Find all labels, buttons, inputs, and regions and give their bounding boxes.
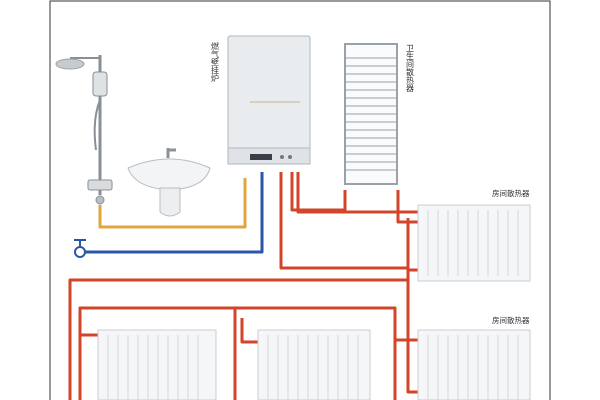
radiator-icon-lower-right bbox=[417, 329, 531, 400]
towel-return-pipe bbox=[396, 190, 418, 224]
gas-boiler-icon bbox=[227, 35, 311, 165]
upper-radiator-supply bbox=[296, 172, 418, 214]
right-riser bbox=[406, 268, 418, 394]
middle-loop-pipe bbox=[78, 306, 418, 400]
water-inlet-valve-icon bbox=[74, 239, 86, 258]
room-radiator-label-top: 房间散热器 bbox=[492, 188, 530, 198]
heating-pipes bbox=[68, 172, 418, 400]
heating-flow-pipe-a bbox=[279, 172, 410, 270]
mid-radiator-supply bbox=[240, 318, 258, 344]
washbasin-icon bbox=[127, 148, 211, 217]
room-radiator-label-mid: 房间散热器 bbox=[492, 315, 530, 325]
left-main-pipe bbox=[68, 278, 408, 400]
radiator-icon-lower-left bbox=[97, 329, 217, 400]
hot-water-pipe bbox=[98, 178, 247, 229]
towel-radiator-label: 卫生间散热器 bbox=[406, 44, 415, 93]
radiator-icon-lower-middle bbox=[257, 329, 371, 400]
boiler-label: 燃气壁挂炉 bbox=[211, 41, 220, 83]
radiator-icon-upper-right bbox=[417, 204, 531, 282]
pipe-network bbox=[68, 172, 418, 400]
towel-supply-pipe bbox=[290, 172, 347, 212]
shower-icon bbox=[55, 55, 113, 205]
cold-water-pipe bbox=[80, 172, 264, 254]
towel-radiator-icon bbox=[344, 43, 398, 185]
